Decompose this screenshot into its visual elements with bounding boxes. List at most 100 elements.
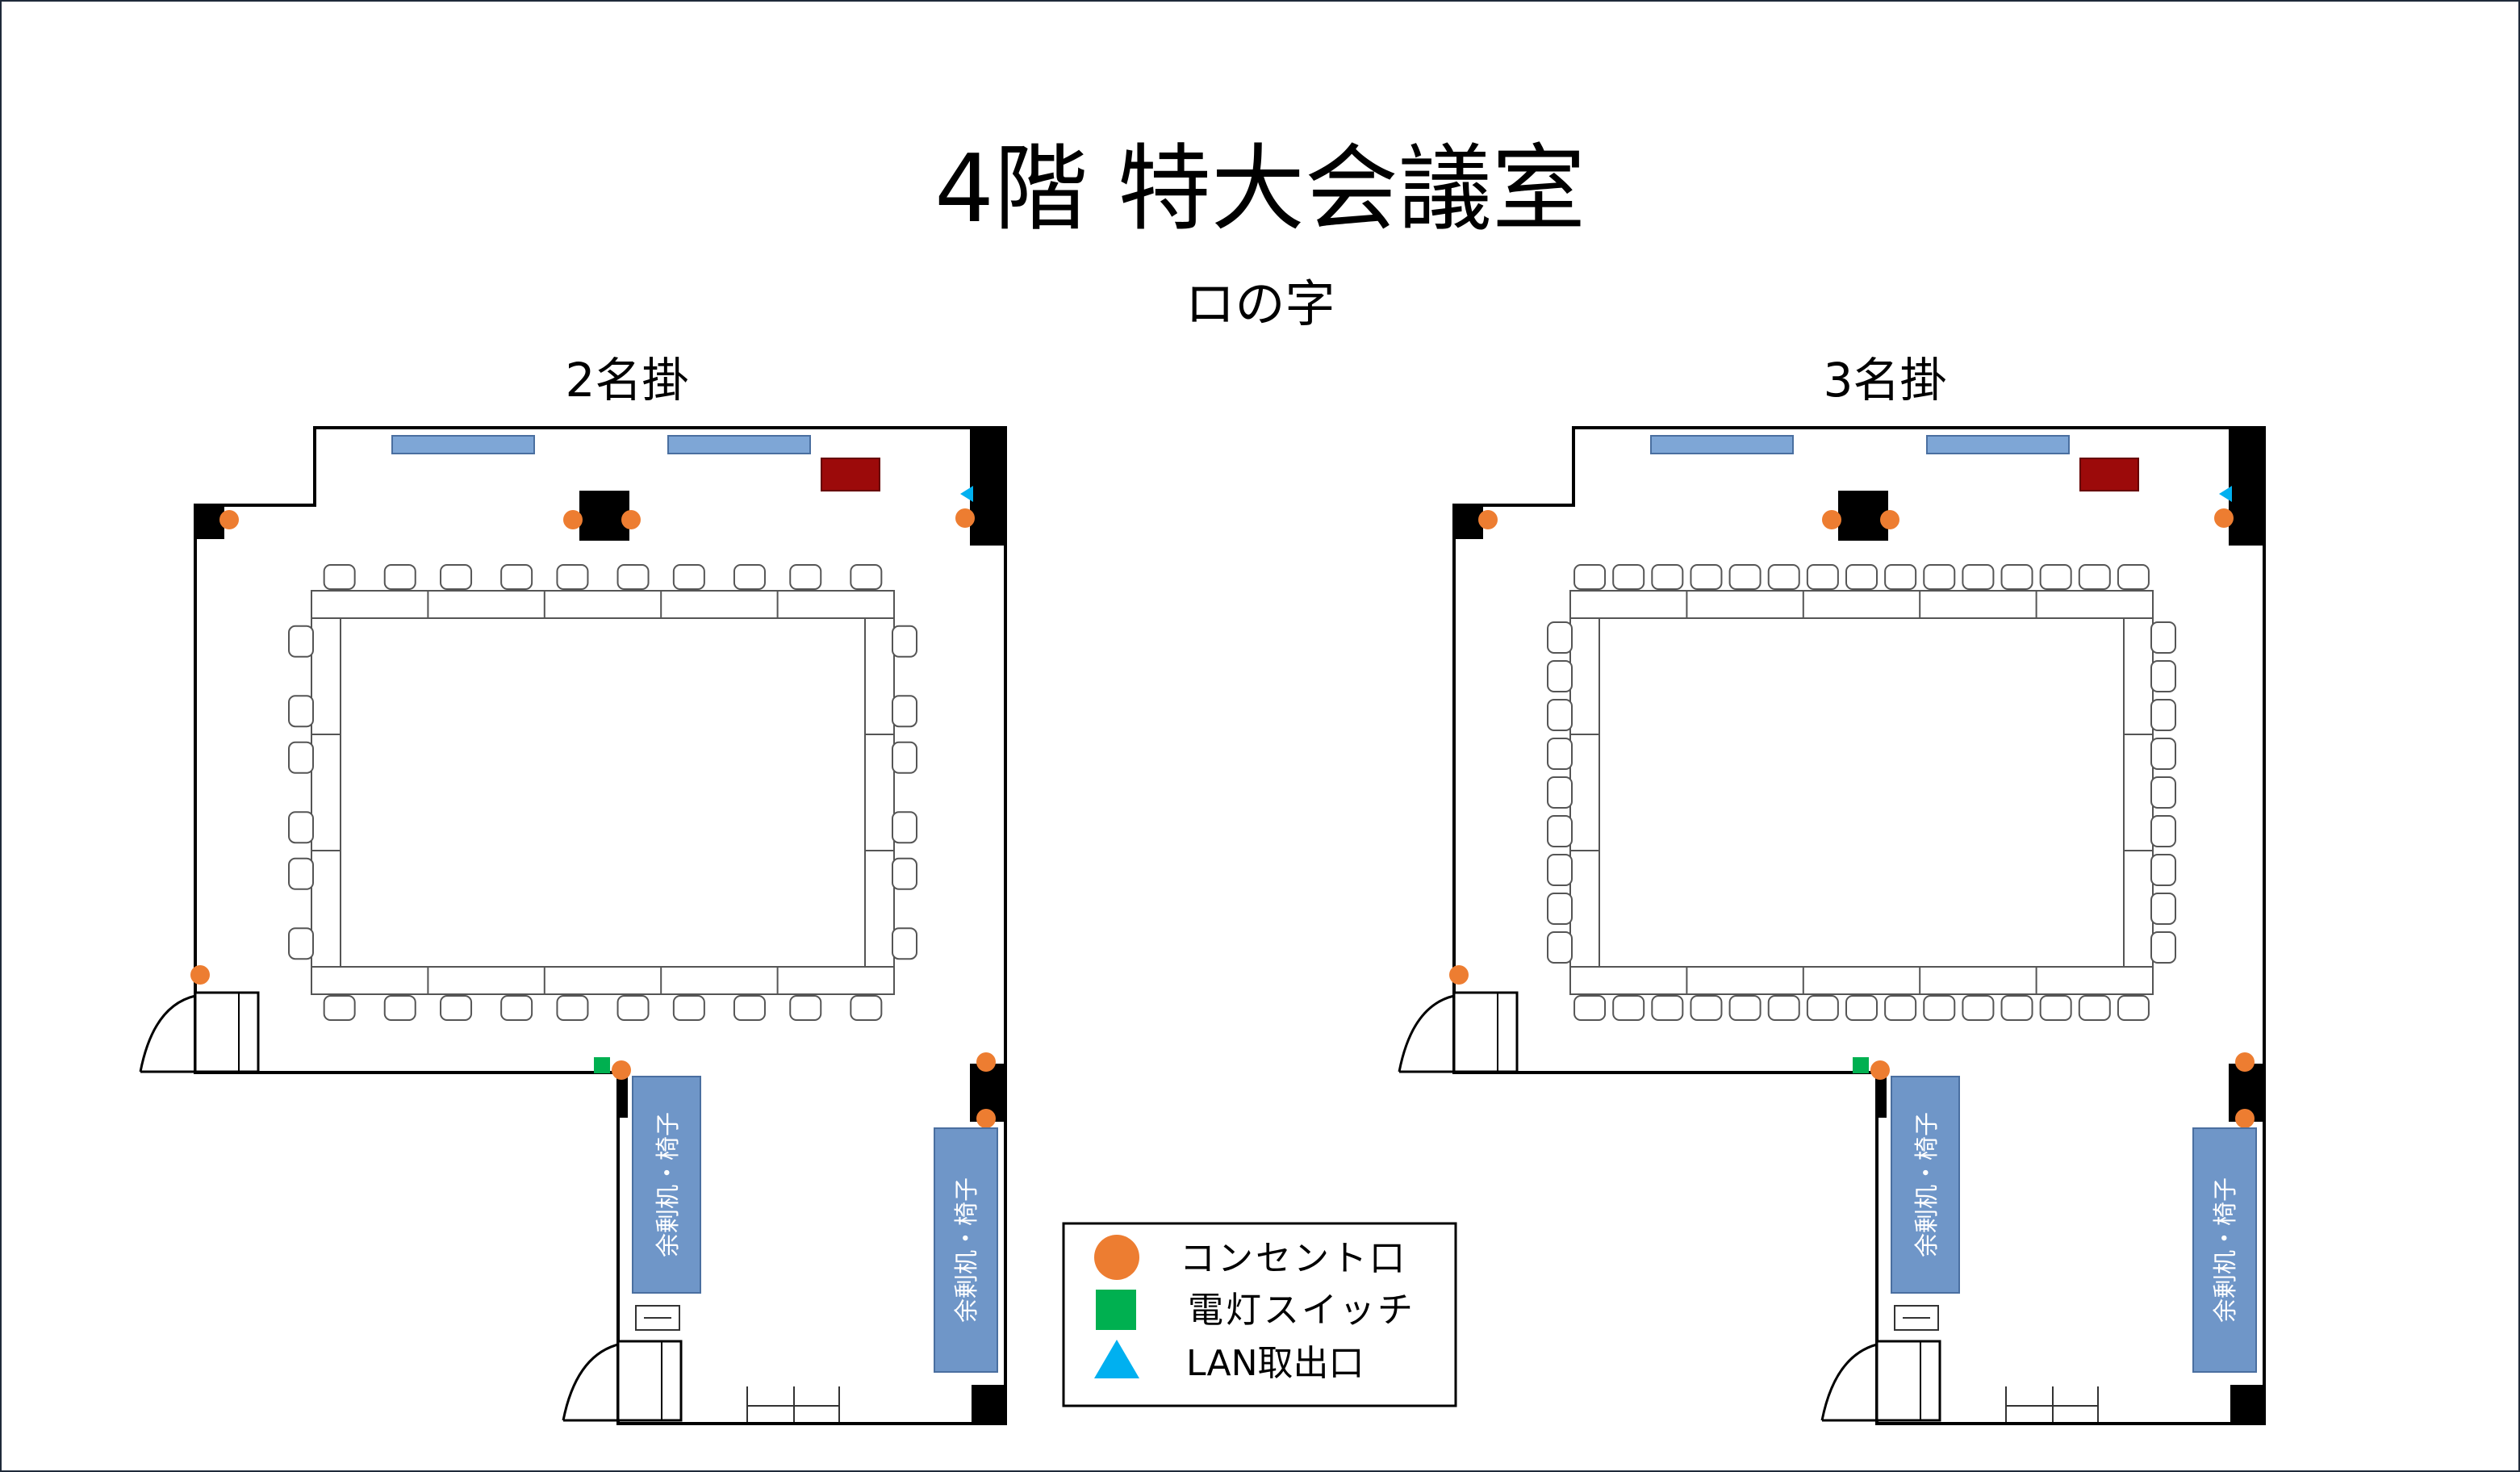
chair xyxy=(2150,931,2176,964)
storage-panel xyxy=(2192,1127,2257,1373)
chair xyxy=(288,857,314,890)
shelf xyxy=(1875,1340,1941,1422)
chair xyxy=(1923,995,1956,1021)
pillar xyxy=(970,428,1005,546)
chair xyxy=(2000,995,2033,1021)
chair xyxy=(2000,564,2033,590)
storage-label: 余剰机・椅子 xyxy=(1913,1112,1941,1257)
chair xyxy=(1651,564,1684,590)
outlet-icon xyxy=(612,1060,631,1080)
outlet-icon xyxy=(219,510,239,529)
chair xyxy=(1573,564,1607,590)
light-switch-icon xyxy=(1853,1057,1869,1073)
chair xyxy=(1547,893,1573,925)
table-right-col xyxy=(2123,617,2154,968)
outlet-icon xyxy=(1094,1235,1139,1280)
shelf xyxy=(194,991,260,1073)
chair xyxy=(892,741,917,774)
outlet-icon xyxy=(1449,965,1469,985)
plan-label-right: 3名掛 xyxy=(1823,353,1947,408)
chair xyxy=(1612,564,1645,590)
lan-port-icon xyxy=(2219,486,2232,502)
pillar xyxy=(195,505,224,539)
chair xyxy=(1690,995,1723,1021)
chair xyxy=(440,995,473,1021)
red-equipment-box xyxy=(2079,458,2139,491)
table-right-col xyxy=(864,617,895,968)
window xyxy=(1926,435,2070,454)
outlet-icon xyxy=(1478,510,1498,529)
pillar xyxy=(579,491,629,541)
plan-label-left: 2名掛 xyxy=(565,353,689,408)
light-switch-icon xyxy=(594,1057,610,1073)
chair xyxy=(2078,995,2111,1021)
layout-subtitle: ロの字 xyxy=(1185,274,1335,333)
outlet-icon xyxy=(2214,508,2234,528)
chair xyxy=(1547,621,1573,654)
table-top-row xyxy=(1569,590,2154,619)
chair xyxy=(383,995,416,1021)
chair xyxy=(1728,995,1761,1021)
chair xyxy=(672,564,705,590)
chair xyxy=(733,564,766,590)
chair xyxy=(1547,931,1573,964)
window xyxy=(391,435,535,454)
chair xyxy=(1767,995,1800,1021)
chair xyxy=(733,995,766,1021)
chair xyxy=(1612,995,1645,1021)
storage-panel xyxy=(632,1076,701,1294)
chair xyxy=(892,625,917,658)
chair xyxy=(616,564,650,590)
chair xyxy=(2117,995,2150,1021)
chair xyxy=(288,927,314,960)
pillar xyxy=(972,1385,1005,1424)
door-swing xyxy=(562,1343,619,1421)
shelf xyxy=(1452,991,1519,1073)
table-left-col xyxy=(1569,617,1600,968)
table-top-row xyxy=(311,590,895,619)
chair xyxy=(2150,815,2176,847)
chair xyxy=(1573,995,1607,1021)
chair xyxy=(323,564,356,590)
chair xyxy=(2039,995,2072,1021)
storage-label: 余剰机・椅子 xyxy=(654,1112,683,1257)
chair xyxy=(2078,564,2111,590)
page-title: 4階 特大会議室 xyxy=(934,135,1586,244)
chair xyxy=(789,564,822,590)
chair xyxy=(1728,564,1761,590)
lan-port-icon xyxy=(960,486,973,502)
window xyxy=(1650,435,1794,454)
chair xyxy=(1884,564,1917,590)
window xyxy=(667,435,811,454)
outlet-icon xyxy=(976,1109,996,1128)
chair xyxy=(850,564,883,590)
chair xyxy=(672,995,705,1021)
storage-label: 余剰机・椅子 xyxy=(953,1177,981,1323)
chair xyxy=(789,995,822,1021)
chair xyxy=(1547,660,1573,692)
outlet-icon xyxy=(1870,1060,1890,1080)
chair xyxy=(1547,738,1573,770)
chair xyxy=(2150,854,2176,886)
chair xyxy=(1547,815,1573,847)
floor-plan-two-seat: 余剰机・椅子 余剰机・椅子 xyxy=(139,426,1007,1425)
chair xyxy=(1845,564,1878,590)
door-swing xyxy=(139,994,196,1073)
storage-panel xyxy=(934,1127,998,1373)
chair xyxy=(2150,660,2176,692)
chair xyxy=(288,695,314,728)
table-bottom-row xyxy=(311,966,895,995)
storage-panel xyxy=(1891,1076,1960,1294)
door-swing xyxy=(1398,994,1455,1073)
chair xyxy=(556,564,589,590)
chair xyxy=(1884,995,1917,1021)
outlet-icon xyxy=(955,508,975,528)
pillar xyxy=(1454,505,1483,539)
chair xyxy=(1547,854,1573,886)
outlet-icon xyxy=(621,510,641,529)
shelf xyxy=(616,1340,683,1422)
chair xyxy=(500,995,533,1021)
light-switch-icon xyxy=(1096,1290,1136,1330)
